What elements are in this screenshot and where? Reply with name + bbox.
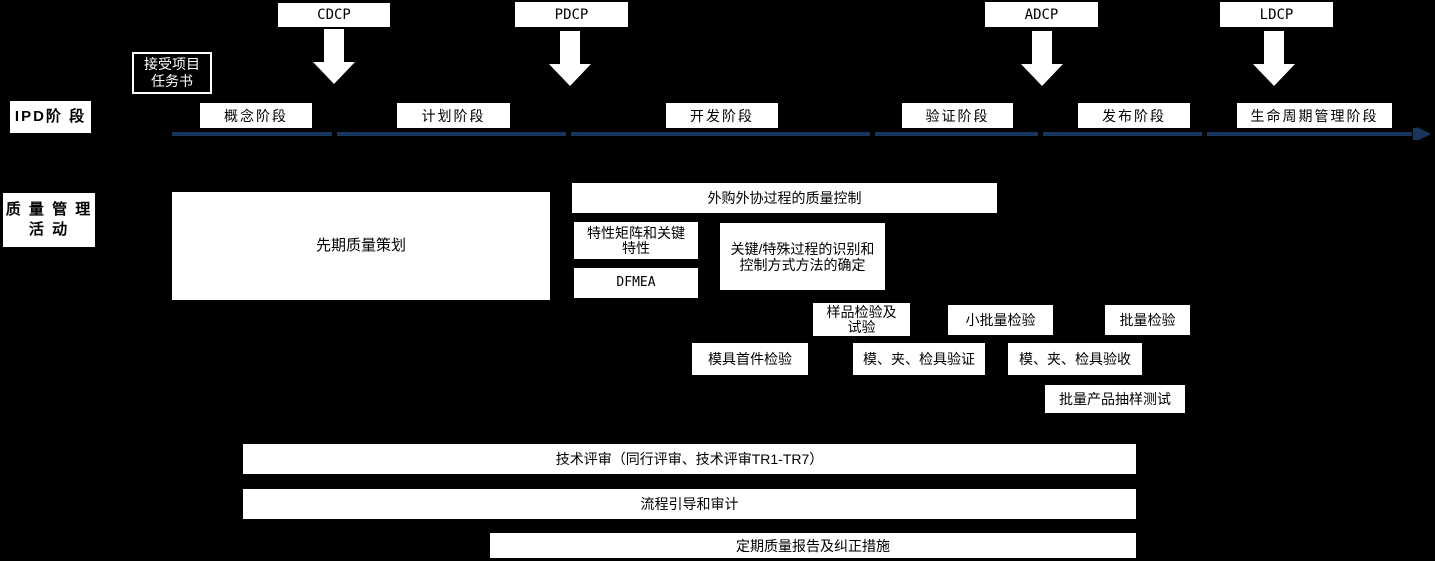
characteristic-matrix-line1: 特性矩阵和关键 xyxy=(587,224,685,241)
activity-sample-inspection-test: 样品检验及 试验 xyxy=(813,303,910,336)
timeline-segment xyxy=(1207,132,1412,136)
arrow-head xyxy=(313,62,355,84)
sample-inspection-line2: 试验 xyxy=(847,318,876,335)
timeline-end-tick xyxy=(1413,128,1417,140)
activity-characteristic-matrix: 特性矩阵和关键 特性 xyxy=(574,222,698,259)
key-process-line1: 关键/特殊过程的识别和 xyxy=(730,240,875,257)
activity-key-special-process: 关键/特殊过程的识别和 控制方式方法的确定 xyxy=(720,223,885,290)
task-note-line1: 接受项目 xyxy=(144,56,200,72)
activity-outsourcing-quality-control: 外购外协过程的质量控制 xyxy=(572,183,997,213)
bar-technical-review: 技术评审（同行评审、技术评审TR1-TR7） xyxy=(243,444,1136,474)
arrow-stem xyxy=(1032,31,1052,64)
down-arrow-icon xyxy=(313,29,355,84)
down-arrow-icon xyxy=(549,31,591,86)
activity-dfmea: DFMEA xyxy=(574,268,698,298)
stage-release: 发布阶段 xyxy=(1078,103,1190,128)
characteristic-matrix-line2: 特性 xyxy=(622,239,650,256)
activity-small-batch-inspection: 小批量检验 xyxy=(948,305,1053,335)
activity-batch-inspection: 批量检验 xyxy=(1105,305,1190,335)
row-label-quality-activities: 质 量 管 理 活 动 xyxy=(3,193,95,247)
timeline-segment xyxy=(875,132,1038,136)
key-process-line2: 控制方式方法的确定 xyxy=(739,256,866,273)
arrow-stem xyxy=(1264,31,1284,64)
activity-advance-quality-planning: 先期质量策划 xyxy=(172,192,550,300)
arrow-head xyxy=(549,64,591,86)
stage-concept: 概念阶段 xyxy=(200,103,312,128)
down-arrow-icon xyxy=(1021,31,1063,86)
stage-verification: 验证阶段 xyxy=(902,103,1013,128)
timeline-arrowhead-icon xyxy=(1417,127,1431,141)
activity-mold-first-article-inspection: 模具首件检验 xyxy=(692,343,808,375)
arrow-head xyxy=(1253,64,1295,86)
bar-periodic-quality-report: 定期质量报告及纠正措施 xyxy=(490,533,1136,558)
stage-development: 开发阶段 xyxy=(666,103,778,128)
stage-lifecycle-management: 生命周期管理阶段 xyxy=(1237,103,1392,128)
quality-label-line2: 活 动 xyxy=(28,221,70,238)
timeline-segment xyxy=(172,132,332,136)
timeline-segment xyxy=(571,132,870,136)
checkpoint-pdcp: PDCP xyxy=(515,2,628,27)
activity-tooling-verification: 模、夹、检具验证 xyxy=(853,343,985,375)
activity-batch-product-sampling-test: 批量产品抽样测试 xyxy=(1045,385,1185,413)
arrow-stem xyxy=(324,29,344,62)
timeline-segment xyxy=(1043,132,1202,136)
arrow-head xyxy=(1021,64,1063,86)
timeline-segment xyxy=(337,132,566,136)
task-note-line2: 任务书 xyxy=(151,73,193,89)
checkpoint-adcp: ADCP xyxy=(985,2,1098,27)
arrow-stem xyxy=(560,31,580,64)
row-label-ipd-stages: IPD阶 段 xyxy=(10,101,91,133)
quality-label-line1: 质 量 管 理 xyxy=(5,201,93,218)
sample-inspection-line1: 样品检验及 xyxy=(826,303,897,320)
stage-plan: 计划阶段 xyxy=(397,103,510,128)
activity-tooling-acceptance: 模、夹、检具验收 xyxy=(1008,343,1142,375)
task-note-accept-project: 接受项目 任务书 xyxy=(132,52,212,94)
checkpoint-cdcp: CDCP xyxy=(278,3,390,27)
checkpoint-ldcp: LDCP xyxy=(1220,2,1333,27)
bar-process-guidance-audit: 流程引导和审计 xyxy=(243,489,1136,519)
down-arrow-icon xyxy=(1253,31,1295,86)
